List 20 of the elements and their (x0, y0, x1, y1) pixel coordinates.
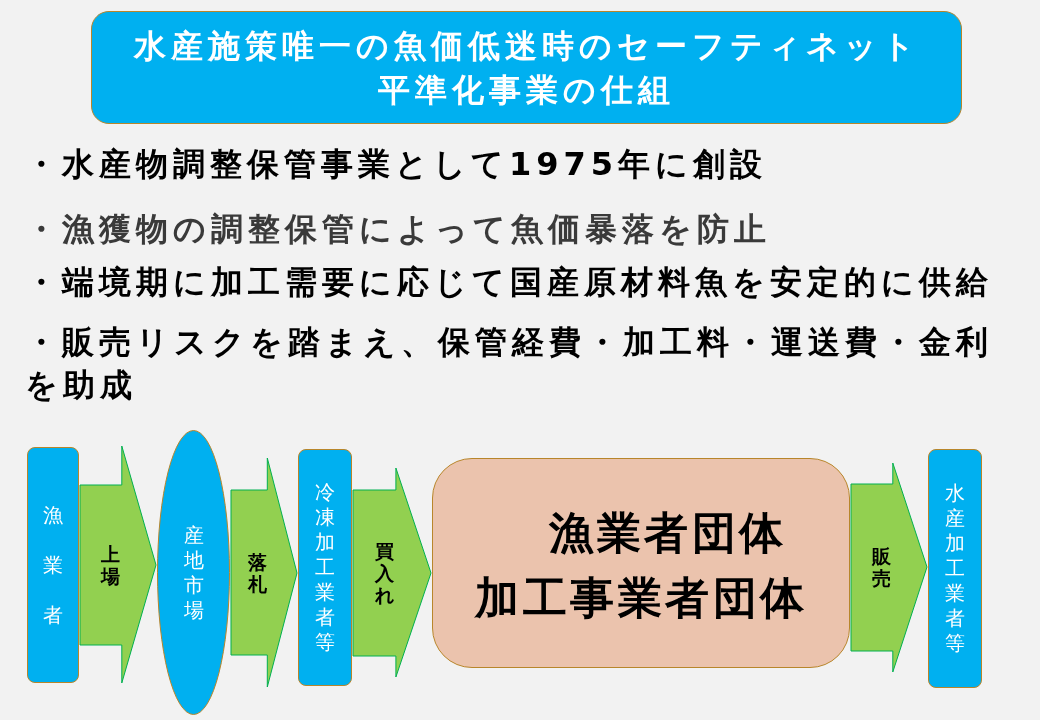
rounded-box: 水産加工業者等 (928, 449, 982, 688)
edge-label: 上場 (99, 543, 121, 587)
bullet-text: ・水産物調整保管事業として1975年に創設 (25, 144, 769, 185)
block-arrow (230, 457, 298, 688)
ellipse: 産地市場 (157, 430, 230, 715)
organization-name: 漁業者団体 (549, 508, 787, 558)
edge-label: 買入れ (373, 540, 395, 606)
block-arrow (79, 445, 157, 684)
block-arrow (850, 462, 928, 673)
title-banner: 水産施策唯一の魚価低迷時のセーフティネット平準化事業の仕組 (91, 11, 962, 124)
bullet-text: ・端境期に加工需要に応じて国産原材料魚を安定的に供給 (25, 262, 994, 303)
rounded-box: 冷凍加工業者等 (298, 449, 352, 686)
edge-label: 落札 (246, 551, 268, 595)
rounded-box (432, 458, 850, 668)
rounded-box: 漁業者 (27, 447, 79, 683)
bullet-text: ・販売リスクを踏まえ、保管経費・加工料・運送費・金利を助成 (25, 322, 994, 406)
organization-name: 加工事業者団体 (475, 573, 808, 623)
edge-label: 販売 (870, 545, 892, 589)
block-arrow (352, 467, 432, 678)
bullet-text: ・漁獲物の調整保管によって魚価暴落を防止 (25, 209, 772, 250)
